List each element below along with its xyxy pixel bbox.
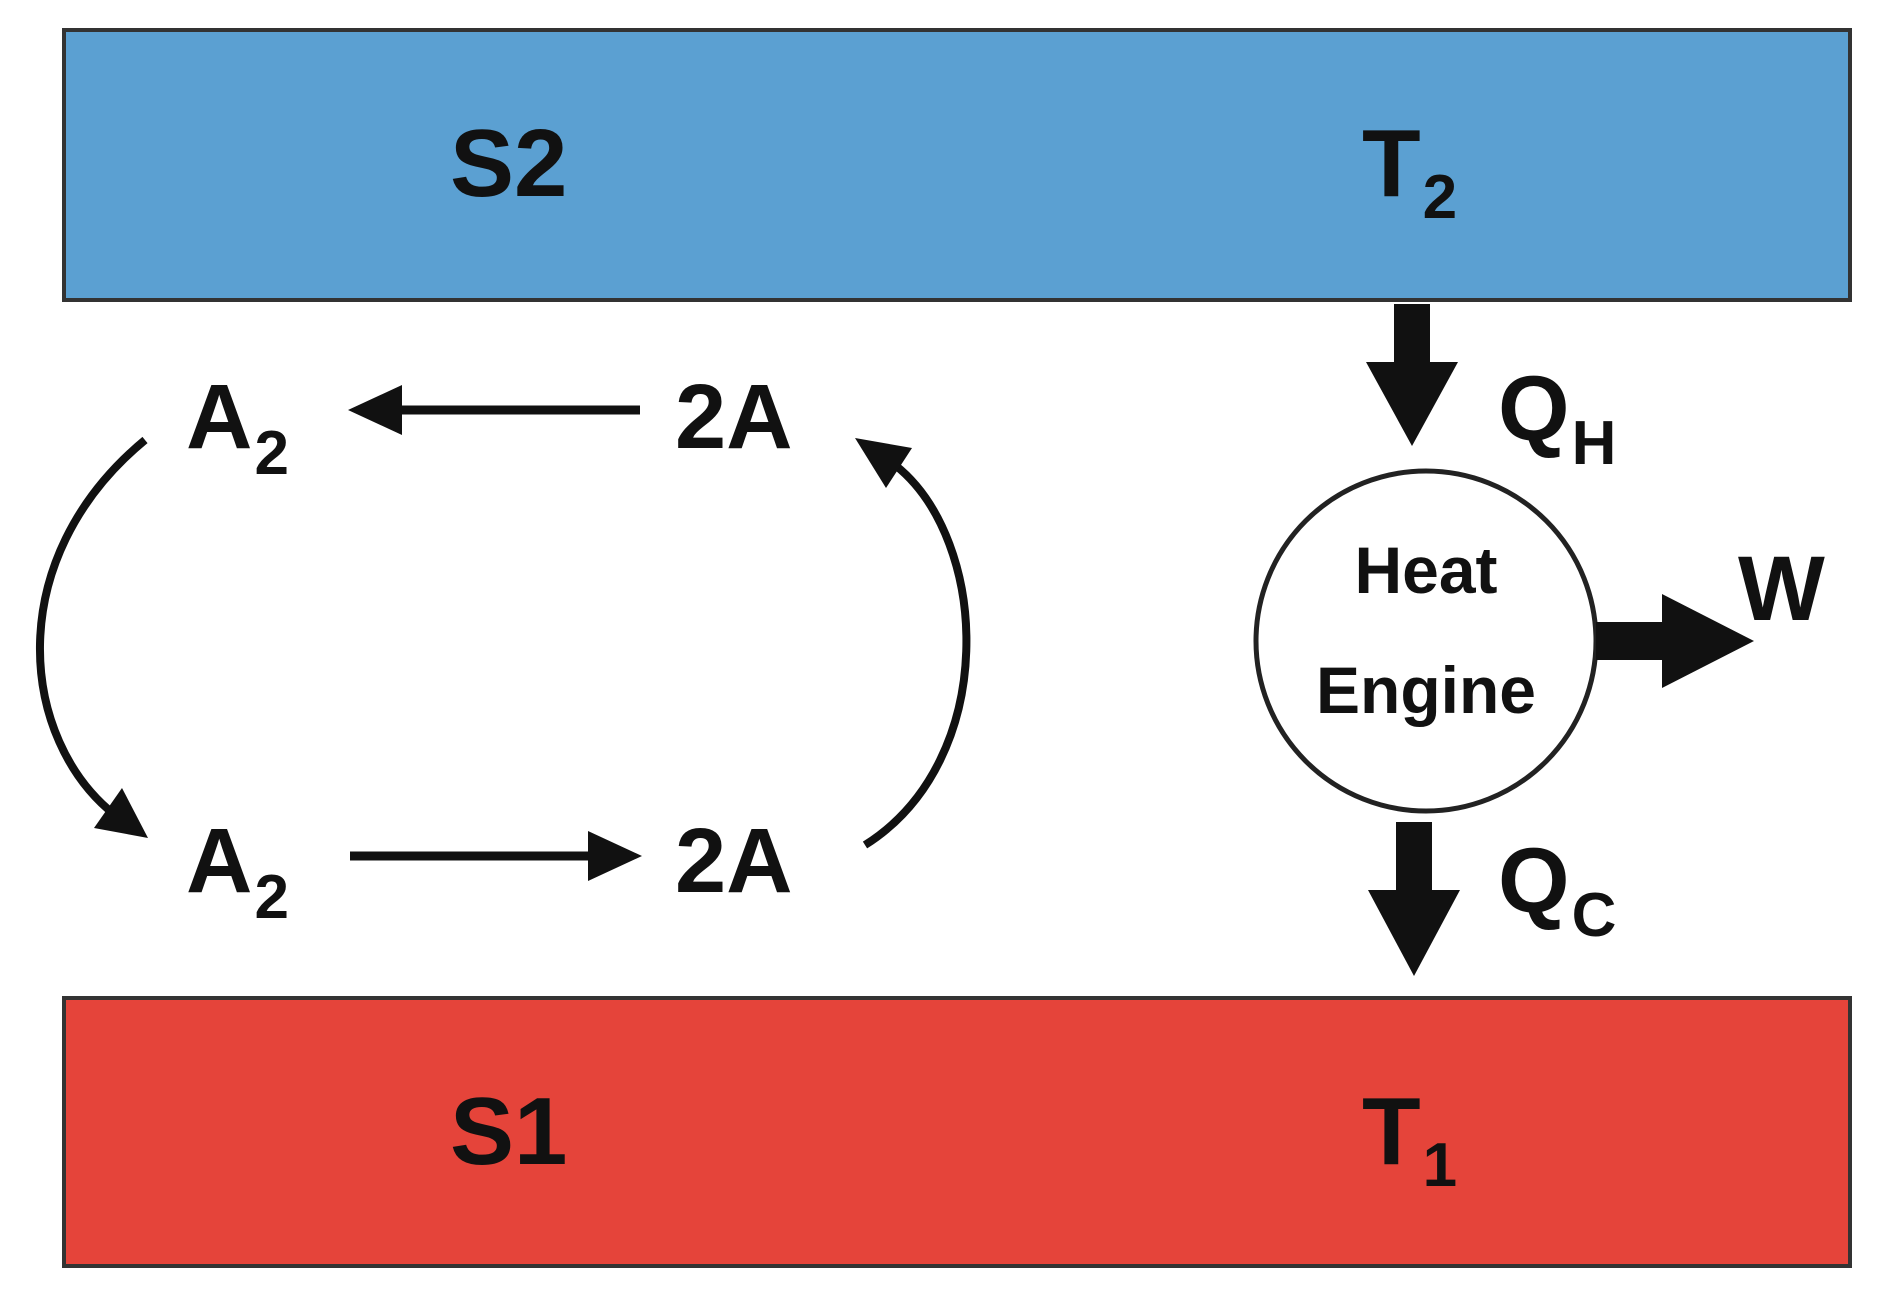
reservoir-top <box>62 28 1852 302</box>
heat-engine-label-line2: Engine <box>1316 653 1536 727</box>
cycle-a2-top: A2 <box>186 366 289 488</box>
heat-engine-label-line1: Heat <box>1354 533 1497 607</box>
heat-in-label: QH <box>1498 358 1616 478</box>
reservoir-bottom-label: S1 <box>450 1078 567 1185</box>
heat-out-label: QC <box>1498 830 1616 950</box>
cycle-2a-top: 2A <box>675 366 793 468</box>
arrow-2a-to-a2-top <box>348 385 640 435</box>
arrow-curve-right <box>855 438 971 849</box>
work-label: W <box>1738 538 1825 640</box>
arrow-heat-out <box>1368 822 1460 976</box>
heat-engine-circle <box>1253 468 1599 814</box>
cycle-a2-bottom: A2 <box>186 810 289 932</box>
reservoir-bottom <box>62 996 1852 1268</box>
arrow-a2-to-2a-bottom <box>350 831 642 881</box>
arrow-heat-in <box>1366 304 1458 446</box>
cycle-2a-bottom: 2A <box>675 810 793 912</box>
reservoir-top-label: S2 <box>450 110 567 217</box>
arrow-curve-left <box>36 436 148 838</box>
reservoir-top-temperature: T2 <box>1362 110 1457 232</box>
reservoir-bottom-temperature: T1 <box>1362 1078 1457 1200</box>
arrow-work <box>1596 594 1754 688</box>
